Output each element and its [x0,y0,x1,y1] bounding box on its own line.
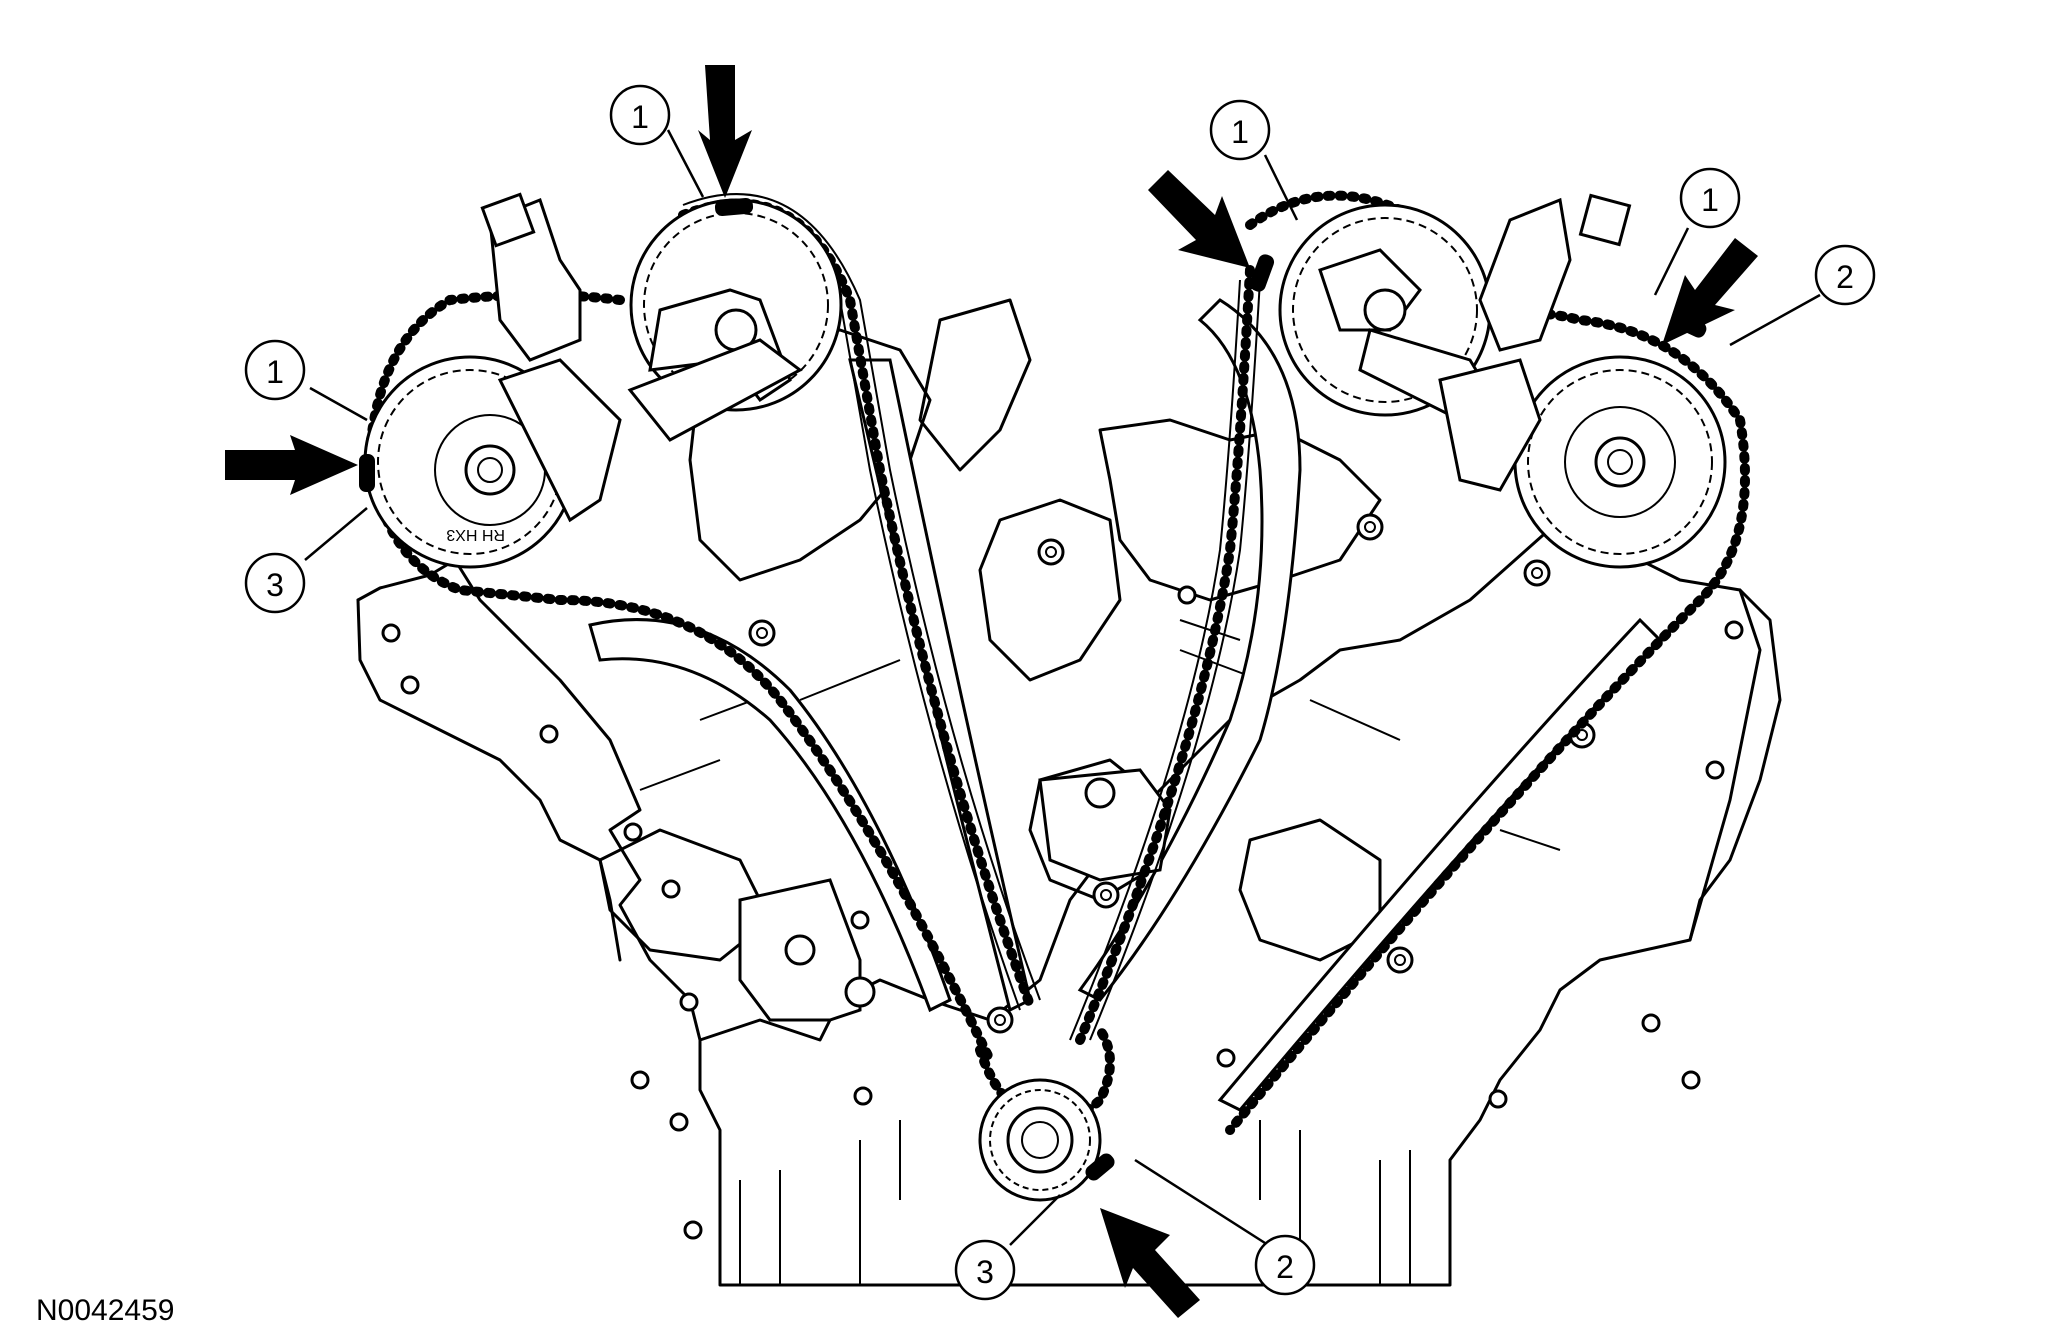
callout-lh-exhaust: 1 [244,339,368,422]
vct-solenoids [480,192,1632,523]
callout-label: 3 [266,567,284,603]
callout-lh-intake: 1 [609,84,705,198]
arrow-lh-exhaust [225,435,358,495]
callout-crank-2: 2 [1134,1158,1316,1296]
arrow-rh-exhaust [1662,238,1758,345]
callout-rh-exhaust-2: 2 [1729,244,1876,347]
tensioners [738,768,1172,1022]
rh-exhaust-sprocket [1513,355,1727,569]
callout-label: 3 [976,1254,994,1290]
arrow-rh-intake [1148,170,1250,268]
alignment-arrows [225,65,1758,1318]
callout-label: 2 [1276,1249,1294,1285]
callout-lh-bottom: 3 [244,507,368,614]
arrow-crank [1100,1208,1200,1318]
callout-rh-exhaust: 1 [1653,167,1741,296]
cam-marking: RH HX3 [446,526,505,543]
crankshaft-sprocket [978,1078,1102,1202]
callouts: 1 1 3 1 1 2 3 [244,84,1876,1301]
arrow-lh-intake [698,65,752,198]
lh-intake-phaser [627,198,843,442]
bolts [381,513,1744,1240]
callout-label: 1 [631,99,649,135]
callout-label: 2 [1836,259,1854,295]
figure-id-label: N0042459 [36,1294,175,1327]
callout-crank-3: 3 [954,1194,1061,1301]
callout-label: 1 [266,354,284,390]
callout-label: 1 [1231,114,1249,150]
callout-label: 1 [1701,182,1719,218]
callout-rh-intake: 1 [1209,99,1299,221]
chain-guides [588,298,1663,1112]
